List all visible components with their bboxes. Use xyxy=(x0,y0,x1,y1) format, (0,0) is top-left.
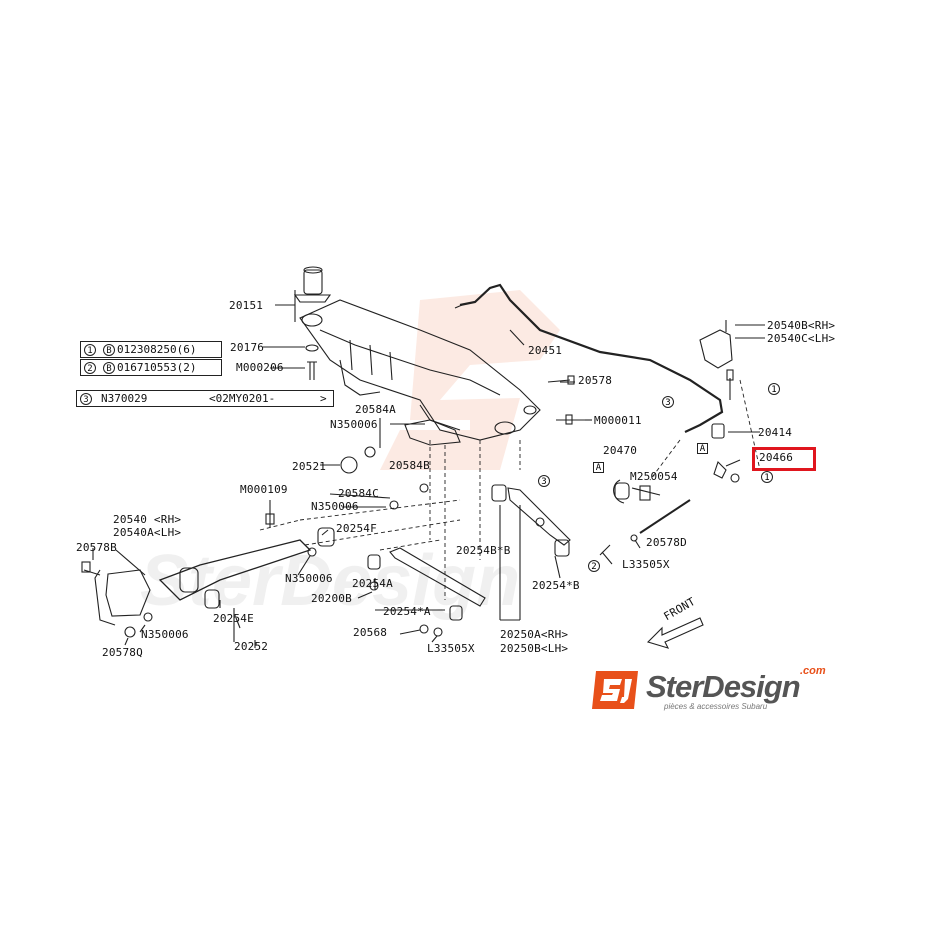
part-label: 20250B<LH> xyxy=(500,642,569,655)
part-label: 20254*B xyxy=(532,579,580,592)
logo-tagline: pièces & accessoires Subaru xyxy=(664,702,768,711)
bolt-prefix-icon: B xyxy=(103,362,115,374)
legend-row-1: 1 B 012308250(6) xyxy=(80,341,222,358)
part-label: M000206 xyxy=(236,361,284,374)
highlighted-part-box[interactable] xyxy=(752,447,816,471)
part-label: 20250A<RH> xyxy=(500,628,569,641)
reference-marker-icon: A xyxy=(593,462,604,473)
part-label: 20584A xyxy=(355,403,396,416)
part-label: 20176 xyxy=(230,341,265,354)
legend-code-1: 012308250(6) xyxy=(117,343,197,356)
part-label: 20568 xyxy=(353,626,388,639)
callout-circle-icon: 3 xyxy=(80,393,92,405)
part-label: 20200B xyxy=(311,592,352,605)
part-label: 20584C xyxy=(338,487,379,500)
part-label: N350006 xyxy=(285,572,333,585)
callout-circle-icon: 1 xyxy=(84,344,96,356)
part-label: 20540A<LH> xyxy=(113,526,182,539)
callout-circle-icon: 2 xyxy=(588,560,600,572)
part-label: 20470 xyxy=(603,444,638,457)
legend-row-3: 3 N370029 <02MY0201- > xyxy=(76,390,334,407)
legend-code-3: N370029 xyxy=(101,392,148,405)
legend-code-2: 016710553(2) xyxy=(117,361,197,374)
part-label: N350006 xyxy=(141,628,189,641)
part-label: 20540 <RH> xyxy=(113,513,182,526)
watermark: SterDesign xyxy=(140,290,560,621)
part-label: 20578B xyxy=(76,541,117,554)
part-label: L33505X xyxy=(427,642,475,655)
part-label: 20521 xyxy=(292,460,327,473)
part-label: 20254A xyxy=(352,577,393,590)
part-label: M250054 xyxy=(630,470,678,483)
part-label: 20254*A xyxy=(383,605,431,618)
part-label: 20254E xyxy=(213,612,254,625)
part-label: 20151 xyxy=(229,299,264,312)
part-label: M000011 xyxy=(594,414,642,427)
reference-marker-icon: A xyxy=(697,443,708,454)
part-label: 20540B<RH> xyxy=(767,319,836,332)
part-label: M000109 xyxy=(240,483,288,496)
callout-circle-icon: 1 xyxy=(768,383,780,395)
callout-circle-icon: 3 xyxy=(662,396,674,408)
part-label: 20584B xyxy=(389,459,430,472)
logo-wordmark: SterDesign xyxy=(646,669,801,704)
part-label: 20540C<LH> xyxy=(767,332,836,345)
callout-circle-icon: 1 xyxy=(761,471,773,483)
sj-logo-icon xyxy=(592,671,638,709)
part-label: 20578Q xyxy=(102,646,143,659)
part-label: L33505X xyxy=(622,558,670,571)
bolt-prefix-icon: B xyxy=(103,344,115,356)
legend-note-3: <02MY0201- xyxy=(209,392,276,405)
sterdesign-logo: SterDesign .com pièces & accessoires Sub… xyxy=(590,665,850,715)
part-label: 20578D xyxy=(646,536,687,549)
part-label: 20252 xyxy=(234,640,269,653)
part-label: 20254B*B xyxy=(456,544,511,557)
callout-circle-icon: 2 xyxy=(84,362,96,374)
part-label: 20578 xyxy=(578,374,613,387)
part-label: N350006 xyxy=(311,500,359,513)
logo-domain: .com xyxy=(800,665,826,677)
part-label: 20414 xyxy=(758,426,793,439)
legend-row-2: 2 B 016710553(2) xyxy=(80,359,222,376)
highlighted-part-label[interactable]: 20466 xyxy=(759,451,794,464)
part-label: N350006 xyxy=(330,418,378,431)
part-label: 20254F xyxy=(336,522,377,535)
legend-arrow-3: > xyxy=(320,392,327,405)
callout-circle-icon: 3 xyxy=(538,475,550,487)
part-label: 20451 xyxy=(528,344,563,357)
